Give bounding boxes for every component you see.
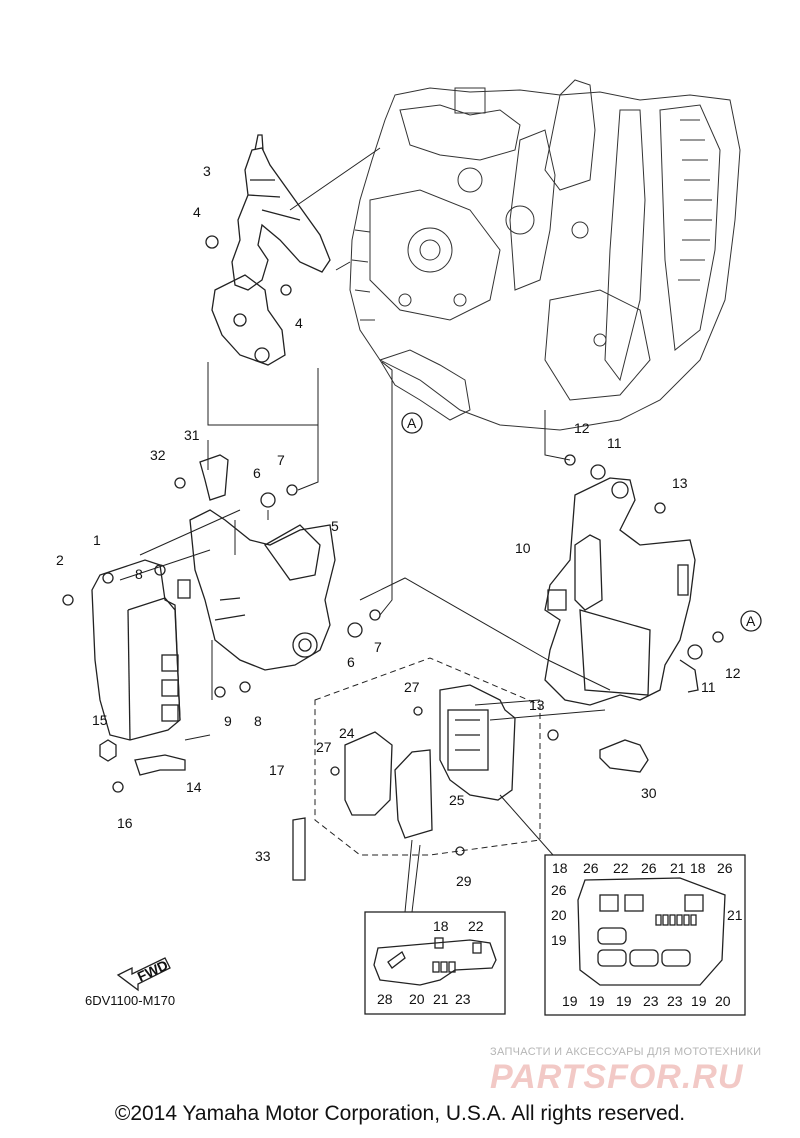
reference-a-right-label: A — [746, 613, 756, 629]
callout-7-top: 7 — [277, 452, 285, 468]
inset-small-18: 18 — [433, 918, 449, 934]
watermark-subtitle: ЗАПЧАСТИ И АКСЕССУАРЫ ДЛЯ МОТОТЕХНИКИ — [490, 1046, 762, 1058]
reference-a-right: A — [740, 610, 762, 632]
callout-24: 24 — [339, 725, 355, 741]
inset-large-box — [544, 854, 746, 1016]
inset-large-left-19: 19 — [551, 932, 567, 948]
drawing-code: 6DV1100-M170 — [85, 993, 176, 1008]
callout-labels: 3 4 4 31 32 6 7 5 1 2 8 6 7 9 8 15 14 16… — [56, 163, 741, 889]
callout-27-top: 27 — [404, 679, 420, 695]
callout-14: 14 — [186, 779, 202, 795]
reference-a-top: A — [401, 412, 423, 434]
inset-large-top-3: 26 — [641, 860, 657, 876]
leader-lines — [119, 147, 611, 913]
ecm-unit-part-1 — [91, 559, 181, 741]
inset-large-bottom-3: 23 — [643, 993, 659, 1009]
inset-small-22: 22 — [468, 918, 484, 934]
callout-2: 2 — [56, 552, 64, 568]
callout-33: 33 — [255, 848, 271, 864]
callout-13-bottom: 13 — [529, 697, 545, 713]
inset-large-top-5: 18 — [690, 860, 706, 876]
callout-8-bottom: 8 — [254, 713, 262, 729]
callout-11-top: 11 — [607, 435, 622, 451]
fwd-label: FWD — [135, 957, 171, 985]
callout-25: 25 — [449, 792, 465, 808]
callout-3: 3 — [203, 163, 211, 179]
callout-30: 30 — [641, 785, 657, 801]
callout-32: 32 — [150, 447, 166, 463]
watermark-logo: PARTSFOR.RU — [490, 1058, 744, 1096]
fasteners — [62, 235, 724, 881]
bracket-part-10 — [544, 477, 699, 706]
callout-11-right: 11 — [701, 679, 716, 695]
inset-large-top-2: 22 — [613, 860, 629, 876]
inset-small-20: 20 — [409, 991, 425, 1007]
inset-small-23: 23 — [455, 991, 471, 1007]
inset-large-bottom-6: 20 — [715, 993, 731, 1009]
reference-a-top-label: A — [407, 415, 417, 431]
callout-1: 1 — [93, 532, 101, 548]
callout-27-left: 27 — [316, 739, 332, 755]
inset-large-left-26: 26 — [551, 882, 567, 898]
inset-large-bottom-0: 19 — [562, 993, 578, 1009]
callout-13-top: 13 — [672, 475, 688, 491]
fuse-box-group — [314, 657, 541, 856]
callout-12-right: 12 — [725, 665, 741, 681]
callout-7-bottom: 7 — [374, 639, 382, 655]
inset-small-labels: 18 22 28 20 21 23 — [377, 918, 484, 1007]
inset-large-right-21: 21 — [727, 907, 743, 923]
inset-large-top-6: 26 — [717, 860, 733, 876]
callout-10: 10 — [515, 540, 531, 556]
inset-large-labels: 18 26 22 26 21 18 26 26 20 19 21 19 19 1… — [551, 860, 743, 1009]
callout-17: 17 — [269, 762, 285, 778]
callout-16: 16 — [117, 815, 133, 831]
callout-9: 9 — [224, 713, 232, 729]
bracket-part-5 — [177, 509, 336, 671]
inset-large-bottom-1: 19 — [589, 993, 605, 1009]
inset-large-bottom-5: 19 — [691, 993, 707, 1009]
callout-4-bottom: 4 — [295, 315, 303, 331]
bracket-part-3 — [211, 134, 331, 366]
inset-large-left-20: 20 — [551, 907, 567, 923]
fwd-arrow-icon: FWD — [116, 957, 171, 992]
inset-large-top-4: 21 — [670, 860, 686, 876]
callout-12-top: 12 — [574, 420, 590, 436]
callout-31: 31 — [184, 427, 200, 443]
engine-block — [349, 79, 741, 431]
inset-small-28: 28 — [377, 991, 393, 1007]
inset-small-box — [364, 911, 506, 1015]
inset-large-bottom-4: 23 — [667, 993, 683, 1009]
copyright-notice: ©2014 Yamaha Motor Corporation, U.S.A. A… — [114, 1102, 686, 1125]
callout-5: 5 — [331, 518, 339, 534]
inset-large-bottom-2: 19 — [616, 993, 632, 1009]
callout-6-top: 6 — [253, 465, 261, 481]
callout-15: 15 — [92, 712, 108, 728]
inset-large-top-0: 18 — [552, 860, 568, 876]
inset-large-top-1: 26 — [583, 860, 599, 876]
callout-4-top: 4 — [193, 204, 201, 220]
inset-small-21: 21 — [433, 991, 449, 1007]
callout-8-top: 8 — [135, 566, 143, 582]
callout-29: 29 — [456, 873, 472, 889]
callout-6-bottom: 6 — [347, 654, 355, 670]
